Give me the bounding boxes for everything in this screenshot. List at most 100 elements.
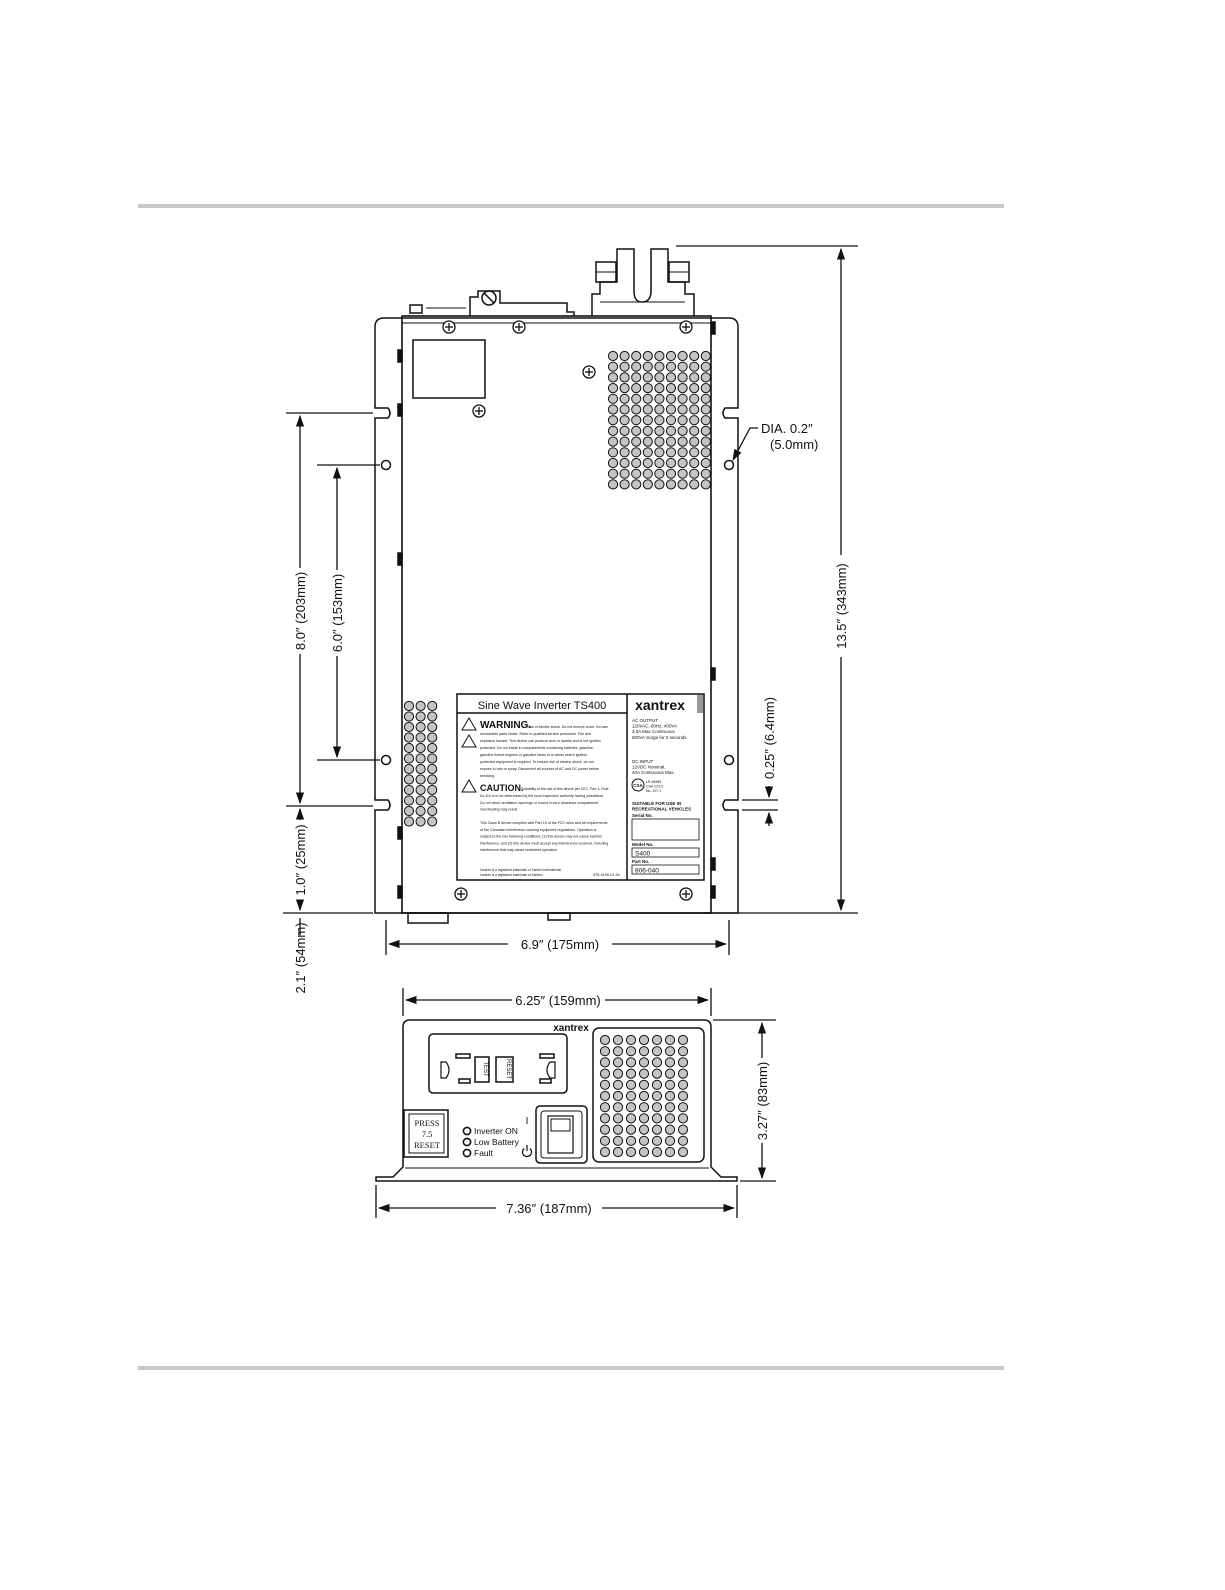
vent-hole bbox=[700, 350, 711, 362]
vent-hole bbox=[625, 1034, 637, 1046]
dim-slot-to-base: 1.0″ (25mm) bbox=[293, 824, 308, 895]
vent-hole bbox=[677, 372, 688, 383]
vent-hole bbox=[631, 468, 642, 479]
vent-hole bbox=[415, 753, 426, 764]
vent-hole bbox=[403, 711, 415, 722]
vent-hole bbox=[415, 700, 426, 712]
vent-hole bbox=[619, 361, 630, 372]
label-text-line: Suitability of the use of this device pe… bbox=[521, 787, 609, 791]
vent-hole bbox=[619, 350, 630, 362]
label-text-line: 600VA Surge for 5 seconds bbox=[632, 735, 687, 740]
mount-hole-ur bbox=[723, 459, 735, 471]
vent-hole bbox=[642, 383, 653, 394]
vent-hole bbox=[427, 753, 438, 764]
label-text-line: protected. Do not install in compartment… bbox=[480, 746, 594, 750]
label-text-line: 12VDC Nominal, bbox=[632, 765, 666, 770]
vent-hole bbox=[642, 479, 653, 490]
vent-hole bbox=[631, 372, 642, 383]
vent-hole bbox=[689, 383, 700, 394]
vent-hole bbox=[631, 404, 642, 415]
vent-hole bbox=[625, 1135, 637, 1146]
vent-hole bbox=[677, 1090, 689, 1102]
model-label: Model No. bbox=[632, 842, 654, 847]
vent-hole bbox=[654, 350, 665, 362]
vent-hole bbox=[654, 415, 665, 426]
vent-hole bbox=[651, 1057, 663, 1068]
label-doc-code: 975-0190-01-01 bbox=[593, 873, 620, 877]
vent-hole bbox=[612, 1102, 624, 1113]
label-text-line: serviceable parts inside. Refer to quali… bbox=[480, 732, 591, 736]
warning-text: Risk of electric shock. Do not remove co… bbox=[480, 725, 609, 778]
front-brand: xantrex bbox=[553, 1023, 589, 1034]
bottom-rule bbox=[138, 1366, 1004, 1370]
dim-hole-spacing: 6.0″ (153mm) bbox=[330, 574, 345, 652]
vent-hole bbox=[631, 383, 642, 394]
led-label-fault: Fault bbox=[474, 1148, 494, 1158]
vent-hole bbox=[599, 1079, 611, 1090]
label-text-line: interference that may cause undesired op… bbox=[480, 848, 558, 852]
vent-hole bbox=[607, 361, 619, 372]
gfci-reset-button[interactable] bbox=[495, 1056, 514, 1083]
vent-hole bbox=[654, 436, 665, 447]
vent-hole bbox=[665, 383, 677, 394]
label-text-line: No. 107.1 bbox=[646, 789, 661, 793]
power-switch[interactable] bbox=[535, 1105, 588, 1164]
vent-hole bbox=[677, 1135, 689, 1146]
vent-hole bbox=[654, 479, 665, 490]
vent-hole bbox=[427, 721, 438, 733]
vent-hole bbox=[638, 1102, 650, 1113]
vent-hole bbox=[599, 1057, 611, 1068]
vent-hole bbox=[665, 479, 677, 490]
vent-hole bbox=[651, 1034, 663, 1046]
label-text-line: 120VAC, 60Hz, 400VA bbox=[632, 724, 677, 729]
vent-hole bbox=[677, 425, 688, 436]
led-inverter-on bbox=[462, 1126, 472, 1136]
vent-hole bbox=[607, 468, 619, 479]
vent-hole bbox=[427, 711, 438, 722]
breaker-line-2: 7.5 bbox=[422, 1129, 433, 1139]
vent-hole bbox=[403, 753, 415, 764]
warning-icon-2 bbox=[461, 734, 477, 748]
vent-hole bbox=[664, 1068, 676, 1079]
label-title: Sine Wave Inverter TS400 bbox=[478, 700, 606, 712]
vent-hole bbox=[631, 436, 642, 447]
vent-hole bbox=[403, 795, 415, 806]
vent-hole bbox=[654, 393, 665, 404]
circuit-breaker[interactable] bbox=[403, 1109, 449, 1158]
vent-hole bbox=[689, 372, 700, 383]
vent-hole bbox=[607, 479, 619, 490]
top-view bbox=[374, 248, 739, 924]
gfci-test-button[interactable] bbox=[474, 1056, 490, 1083]
vent-hole bbox=[651, 1046, 663, 1057]
vent-hole bbox=[654, 361, 665, 372]
dim-slot-width: 0.25″ (6.4mm) bbox=[762, 697, 777, 779]
vent-hole bbox=[599, 1034, 611, 1046]
vent-hole bbox=[612, 1079, 624, 1090]
vent-hole bbox=[631, 425, 642, 436]
vent-hole bbox=[642, 468, 653, 479]
label-text-line: LR 48985 bbox=[646, 780, 661, 784]
vent-hole bbox=[607, 415, 619, 426]
vent-hole bbox=[625, 1057, 637, 1068]
vent-hole bbox=[689, 415, 700, 426]
vent-hole bbox=[427, 774, 438, 785]
mount-hole-ul bbox=[380, 459, 392, 471]
vent-hole bbox=[664, 1057, 676, 1068]
vent-hole bbox=[403, 816, 415, 827]
vent-hole bbox=[427, 805, 438, 817]
vent-hole bbox=[664, 1034, 676, 1046]
vent-hole bbox=[599, 1135, 611, 1146]
vent-hole bbox=[607, 436, 619, 447]
vent-hole bbox=[415, 795, 426, 806]
top-rule bbox=[138, 204, 1004, 208]
vent-hole bbox=[664, 1102, 676, 1113]
breaker-line-3: RESET bbox=[414, 1140, 441, 1150]
vent-hole bbox=[427, 700, 438, 712]
vent-hole bbox=[415, 763, 426, 775]
vent-hole bbox=[664, 1124, 676, 1135]
vent-hole bbox=[625, 1046, 637, 1057]
dim-front-height: 3.27″ (83mm) bbox=[755, 1062, 770, 1140]
vent-hole bbox=[642, 436, 653, 447]
vent-hole bbox=[677, 468, 688, 479]
serial-label: Serial No. bbox=[632, 813, 653, 818]
